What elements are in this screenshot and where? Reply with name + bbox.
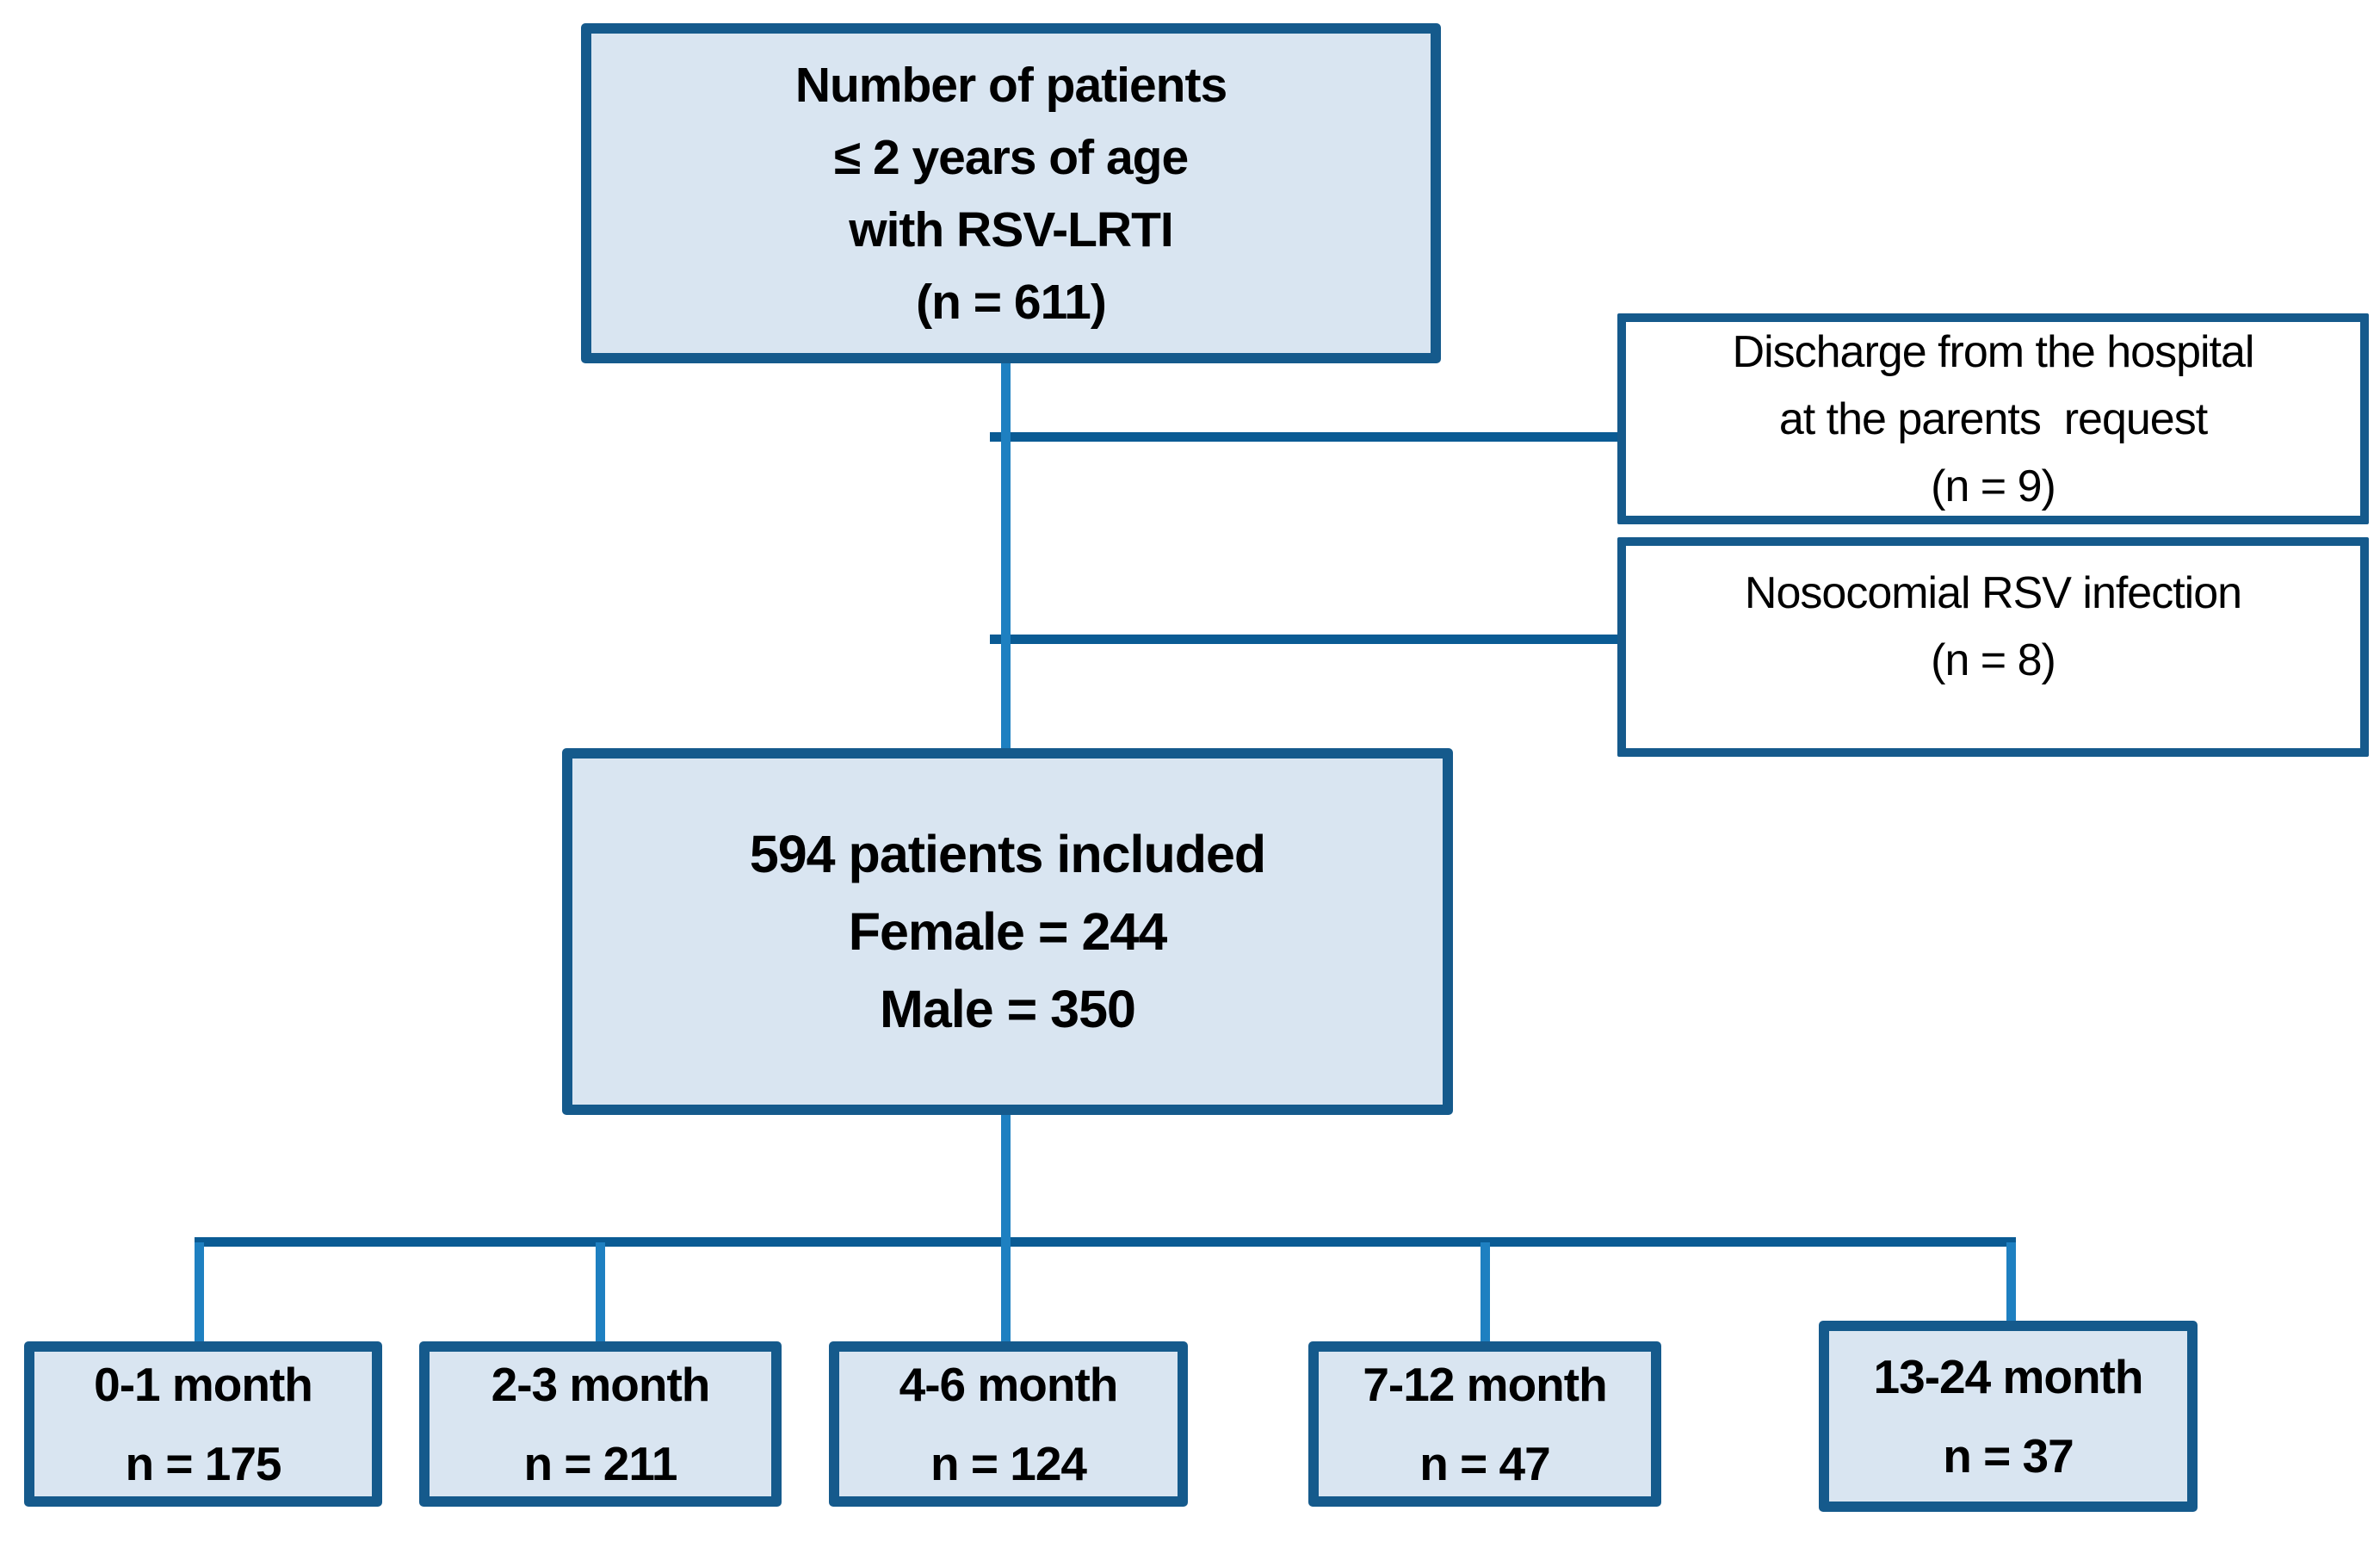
age-group-count: n = 37 [1943, 1429, 2074, 1483]
connector-stub-age-group-2 [596, 1242, 605, 1346]
age-group-label: 7-12 month [1363, 1358, 1607, 1411]
age-group-box-13-24-month: 13-24 month n = 37 [1819, 1321, 2198, 1512]
enrollment-line-4: (n = 611) [916, 274, 1107, 330]
discharge-line-1: Discharge from the hospital [1732, 326, 2255, 377]
connector-included-to-agegroups [1001, 1111, 1011, 1345]
exclusion-box-discharge: Discharge from the hospital at the paren… [1617, 313, 2369, 524]
age-group-box-7-12-month: 7-12 month n = 47 [1308, 1341, 1661, 1507]
age-group-count: n = 47 [1419, 1437, 1550, 1490]
connector-stub-age-group-1 [195, 1242, 204, 1346]
age-group-label: 2-3 month [491, 1358, 711, 1411]
discharge-line-2: at the parents request [1778, 393, 2208, 444]
connector-stub-age-group-5 [2006, 1242, 2016, 1325]
included-line-1: 594 patients included [749, 825, 1266, 883]
age-group-label: 4-6 month [899, 1358, 1119, 1411]
age-group-label: 0-1 month [94, 1358, 313, 1411]
age-group-count: n = 124 [930, 1437, 1087, 1490]
enrollment-line-3: with RSV-LRTI [849, 201, 1173, 257]
enrollment-line-1: Number of patients [794, 57, 1227, 113]
age-group-count: n = 175 [125, 1437, 281, 1490]
nosocomial-line-2: (n = 8) [1931, 635, 2056, 685]
connector-branch-discharge [990, 432, 1620, 442]
nosocomial-line-1: Nosocomial RSV infection [1744, 568, 2242, 618]
age-group-label: 13-24 month [1873, 1350, 2144, 1403]
enrollment-line-2: ≤ 2 years of age [833, 129, 1189, 185]
connector-branch-nosocomial [990, 635, 1620, 644]
included-line-3: Male = 350 [880, 980, 1136, 1038]
age-group-box-4-6-month: 4-6 month n = 124 [829, 1341, 1188, 1507]
connector-distribution-line [195, 1237, 2016, 1247]
age-group-count: n = 211 [523, 1437, 677, 1490]
exclusion-box-nosocomial: Nosocomial RSV infection (n = 8) [1617, 537, 2369, 757]
discharge-line-3: (n = 9) [1931, 461, 2056, 511]
connector-enrollment-to-included [1001, 360, 1011, 752]
age-group-box-2-3-month: 2-3 month n = 211 [419, 1341, 782, 1507]
included-box: 594 patients included Female = 244 Male … [562, 748, 1453, 1115]
included-line-2: Female = 244 [848, 902, 1168, 961]
connector-stub-age-group-4 [1481, 1242, 1490, 1346]
enrollment-box: Number of patients ≤ 2 years of age with… [581, 23, 1441, 363]
age-group-box-0-1-month: 0-1 month n = 175 [24, 1341, 382, 1507]
